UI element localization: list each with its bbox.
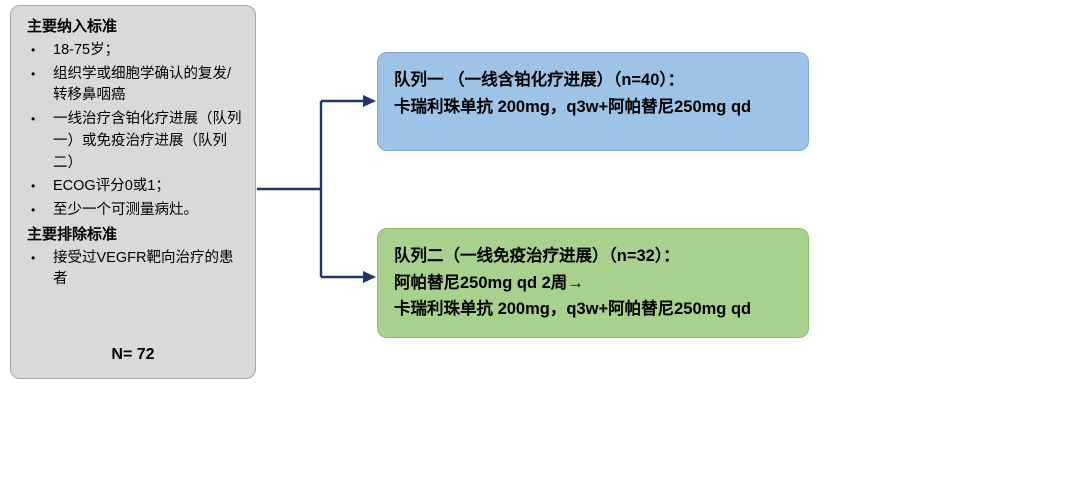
arrowhead-cohort2-icon	[363, 271, 376, 283]
bullet-icon: •	[31, 112, 36, 126]
cohort1-regimen: 卡瑞利珠单抗 200mg，q3w+阿帕替尼250mg qd	[394, 97, 752, 116]
bullet-icon: •	[31, 250, 36, 265]
inclusion-item-text: 一线治疗含铂化疗进展（队列一）或免疫治疗进展（队列二）	[53, 111, 242, 171]
inclusion-item: • 组织学或细胞学确认的复发/转移鼻咽癌	[27, 64, 243, 108]
inclusion-title: 主要纳入标准	[27, 18, 118, 35]
arrowhead-cohort1-icon	[363, 95, 376, 107]
cohort1-title: 队列一 （一线含铂化疗进展）（n=40）：	[394, 71, 685, 89]
criteria-box: 主要纳入标准 • 18-75岁； • 组织学或细胞学确认的复发/转移鼻咽癌 • …	[10, 5, 256, 379]
bullet-icon: •	[31, 179, 36, 194]
exclusion-title: 主要排除标准	[27, 225, 118, 243]
inclusion-item: • 一线治疗含铂化疗进展（队列一）或免疫治疗进展（队列二）	[27, 109, 243, 174]
inclusion-list: • 18-75岁； • 组织学或细胞学确认的复发/转移鼻咽癌 • 一线治疗含铂化…	[27, 40, 243, 222]
inclusion-item-text: 组织学或细胞学确认的复发/转移鼻咽癌	[53, 65, 232, 104]
inclusion-item: • ECOG评分0或1；	[27, 176, 243, 198]
inclusion-item-text: 至少一个可测量病灶。	[53, 202, 198, 218]
exclusion-item-text: 接受过VEGFR靶向治疗的患者	[53, 249, 234, 288]
inclusion-item: • 至少一个可测量病灶。	[27, 200, 243, 222]
inclusion-item-text: 18-75岁；	[53, 41, 120, 58]
cohort1-box: 队列一 （一线含铂化疗进展）（n=40）： 卡瑞利珠单抗 200mg，q3w+阿…	[377, 52, 809, 151]
bullet-icon: •	[31, 42, 36, 57]
bullet-icon: •	[31, 203, 36, 217]
inclusion-item: • 18-75岁；	[27, 40, 243, 62]
cohort2-box: 队列二（一线免疫治疗进展）（n=32）： 阿帕替尼250mg qd 2周→ 卡瑞…	[377, 228, 809, 338]
cohort2-title: 队列二（一线免疫治疗进展）（n=32）：	[394, 247, 680, 265]
cohort2-regimen: 卡瑞利珠单抗 200mg，q3w+阿帕替尼250mg qd	[394, 300, 752, 319]
bullet-icon: •	[31, 66, 36, 81]
exclusion-item: • 接受过VEGFR靶向治疗的患者	[27, 248, 243, 292]
total-enrollment: N= 72	[111, 346, 155, 363]
exclusion-list: • 接受过VEGFR靶向治疗的患者	[27, 248, 243, 292]
inclusion-item-text: ECOG评分0或1；	[53, 178, 170, 195]
cohort2-leadin: 阿帕替尼250mg qd 2周→	[394, 273, 584, 292]
